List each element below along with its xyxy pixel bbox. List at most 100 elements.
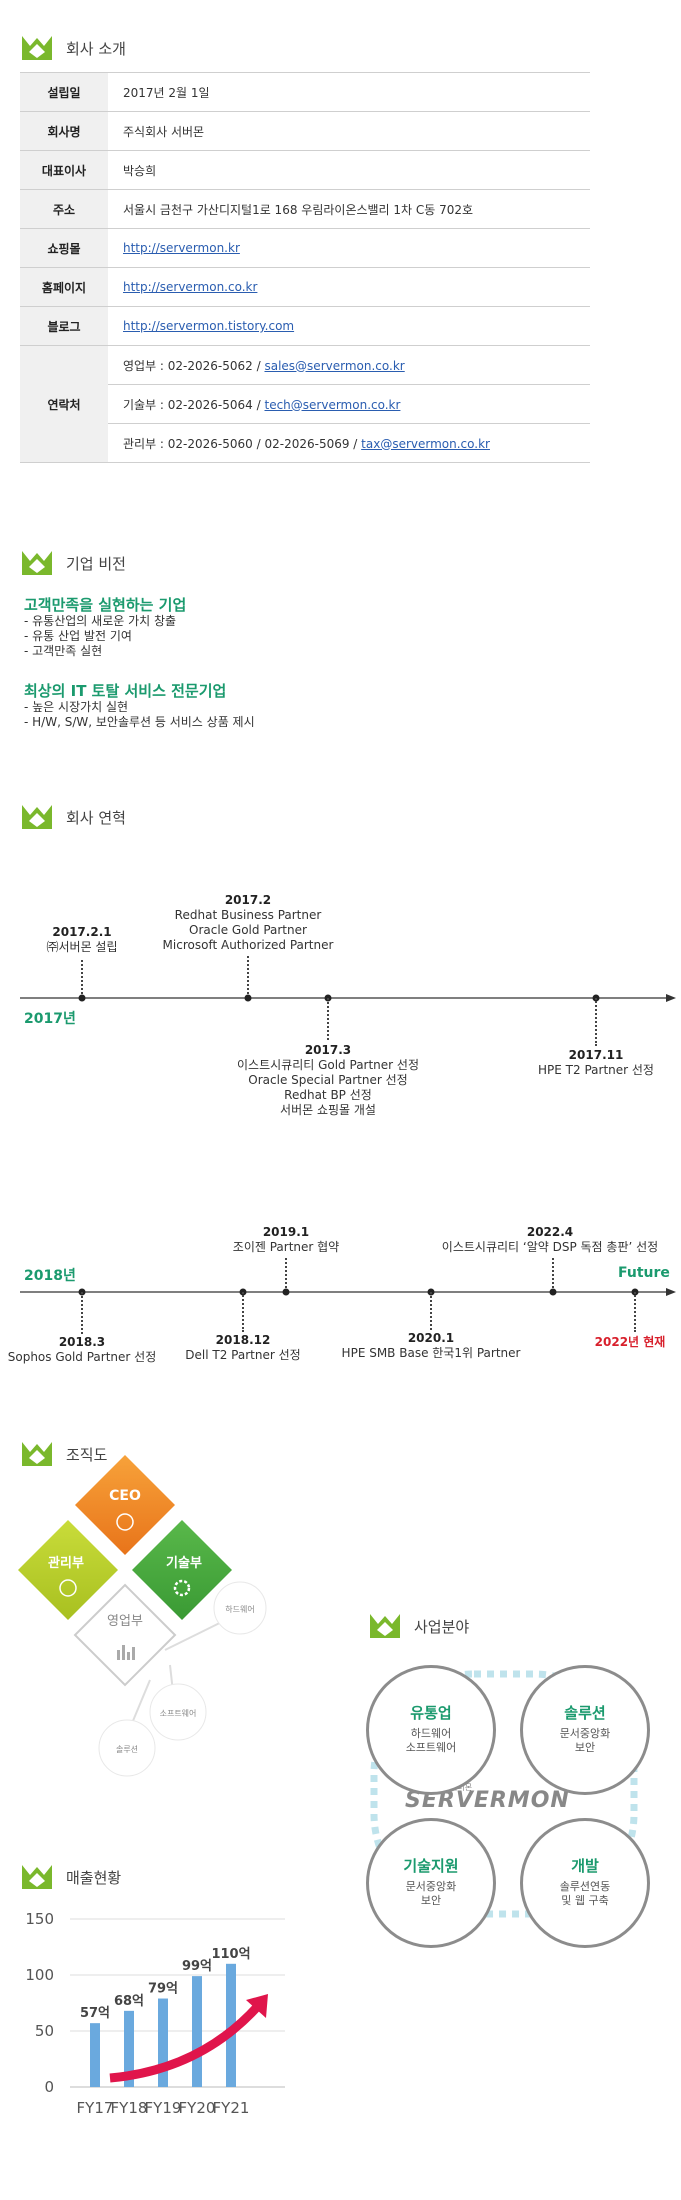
y-tick-label: 100 — [25, 1966, 54, 1984]
tech-email-link[interactable]: tech@servermon.co.kr — [264, 397, 401, 412]
present-label: 2022년 현재 — [594, 1335, 666, 1349]
vision-section-header: 기업 비전 — [20, 548, 126, 578]
pie-chart-icon — [59, 1579, 77, 1597]
data-label: 68억 — [114, 1994, 144, 2009]
timeline-dot — [282, 1288, 290, 1296]
org-section-header: 조직도 — [20, 1439, 107, 1469]
servermon-logo-icon — [22, 805, 52, 829]
y-tick-label: 0 — [44, 2078, 54, 2096]
tech-label: 기술부 — [166, 1556, 202, 1571]
vision-list-1: - 유통산업의 새로운 가치 창출 - 유통 산업 발전 기여 - 고객만족 실… — [24, 614, 177, 658]
section-title: 사업분야 — [414, 1617, 470, 1636]
vision-list-2: - 높은 시장가치 실현 - H/W, S/W, 보안솔루션 등 서비스 상품 … — [24, 700, 255, 729]
section-title: 회사 소개 — [66, 39, 126, 58]
y-tick-label: 150 — [25, 1910, 54, 1928]
x-tick-label: FY17 — [77, 2099, 114, 2117]
shop-link[interactable]: http://servermon.kr — [123, 241, 240, 255]
gear-icon — [173, 1579, 191, 1597]
table-row: 기술부 : 02-2026-5064 / tech@servermon.co.k… — [20, 384, 590, 424]
growth-arrow — [109, 2002, 262, 2083]
servermon-logo-icon — [370, 1614, 400, 1638]
bar-FY18 — [124, 2010, 134, 2087]
bar-chart-icon — [117, 1645, 135, 1660]
growth-arrow-head — [246, 1994, 268, 2018]
timeline-axis-2017 — [20, 994, 676, 1002]
y-tick-label: 50 — [35, 2022, 54, 2040]
business-section-header: 사업분야 — [368, 1611, 469, 1641]
sales-email-link[interactable]: sales@servermon.co.kr — [264, 358, 405, 373]
sales-label: 영업부 — [107, 1614, 143, 1629]
blog-link[interactable]: http://servermon.tistory.com — [123, 319, 295, 333]
tax-email-link[interactable]: tax@servermon.co.kr — [361, 436, 490, 451]
ceo-box — [75, 1455, 175, 1555]
admin-label: 관리부 — [48, 1555, 84, 1571]
svg-text:솔루션: 솔루션 — [116, 1744, 138, 1754]
data-label: 57억 — [80, 2006, 110, 2021]
x-tick-label: FY20 — [179, 2099, 216, 2117]
svg-text:소프트웨어: 소프트웨어 — [160, 1708, 197, 1718]
section-title: 회사 연혁 — [66, 808, 126, 827]
solution-node — [98, 1719, 156, 1777]
admin-box — [18, 1520, 118, 1620]
timeline-dot — [244, 994, 252, 1002]
sales-section-header: 매출현황 — [20, 1862, 121, 1892]
servermon-logo-icon — [22, 1442, 52, 1466]
business-ring — [370, 1670, 638, 1918]
data-label: 79억 — [148, 1982, 178, 1997]
svg-text:하드웨어: 하드웨어 — [225, 1604, 254, 1614]
x-tick-label: FY21 — [213, 2099, 250, 2117]
vision-heading-2: 최상의 IT 토탈 서비스 전문기업 — [24, 682, 227, 700]
x-tick-label: FY18 — [111, 2099, 148, 2117]
homepage-link[interactable]: http://servermon.co.kr — [123, 280, 258, 294]
bar-FY21 — [226, 1963, 236, 2087]
vision-heading-1: 고객만족을 실현하는 기업 — [24, 596, 187, 614]
timeline-axis-2018 — [20, 1288, 676, 1296]
bar-series — [90, 1963, 236, 2087]
bar-FY17 — [90, 2023, 100, 2087]
timeline-year-2017: 2017년 — [24, 1011, 76, 1027]
servermon-logo-icon — [22, 1865, 52, 1889]
company-section-header: 회사 소개 — [20, 33, 126, 63]
tech-box — [132, 1520, 232, 1620]
history-event: 2017.2.1㈜서버몬 설립 — [46, 925, 118, 954]
section-title: 기업 비전 — [66, 554, 126, 573]
timeline-dot — [78, 994, 86, 1002]
timeline-year-2018: 2018년 — [24, 1268, 76, 1284]
data-label: 110억 — [211, 1947, 250, 1962]
ceo-label: CEO — [109, 1488, 141, 1504]
timeline-dot — [549, 1288, 557, 1296]
lightbulb-icon — [116, 1513, 134, 1531]
bar-FY20 — [192, 1976, 202, 2087]
hardware-node — [213, 1581, 267, 1635]
timeline-future: Future — [618, 1265, 670, 1281]
software-node — [149, 1683, 207, 1741]
x-tick-label: FY19 — [145, 2099, 182, 2117]
bar-FY19 — [158, 1998, 168, 2087]
sales-chart: 0 50 100 150 57억 FY17 68억 FY18 79억 FY19 99억 FY2… — [25, 1910, 285, 2117]
sales-box — [73, 1583, 177, 1687]
history-section-header: 회사 연혁 — [20, 802, 126, 832]
servermon-logo-icon — [22, 551, 52, 575]
data-label: 99억 — [182, 1959, 212, 1974]
table-row: 연락처 영업부 : 02-2026-5062 / sales@servermon… — [20, 345, 590, 463]
